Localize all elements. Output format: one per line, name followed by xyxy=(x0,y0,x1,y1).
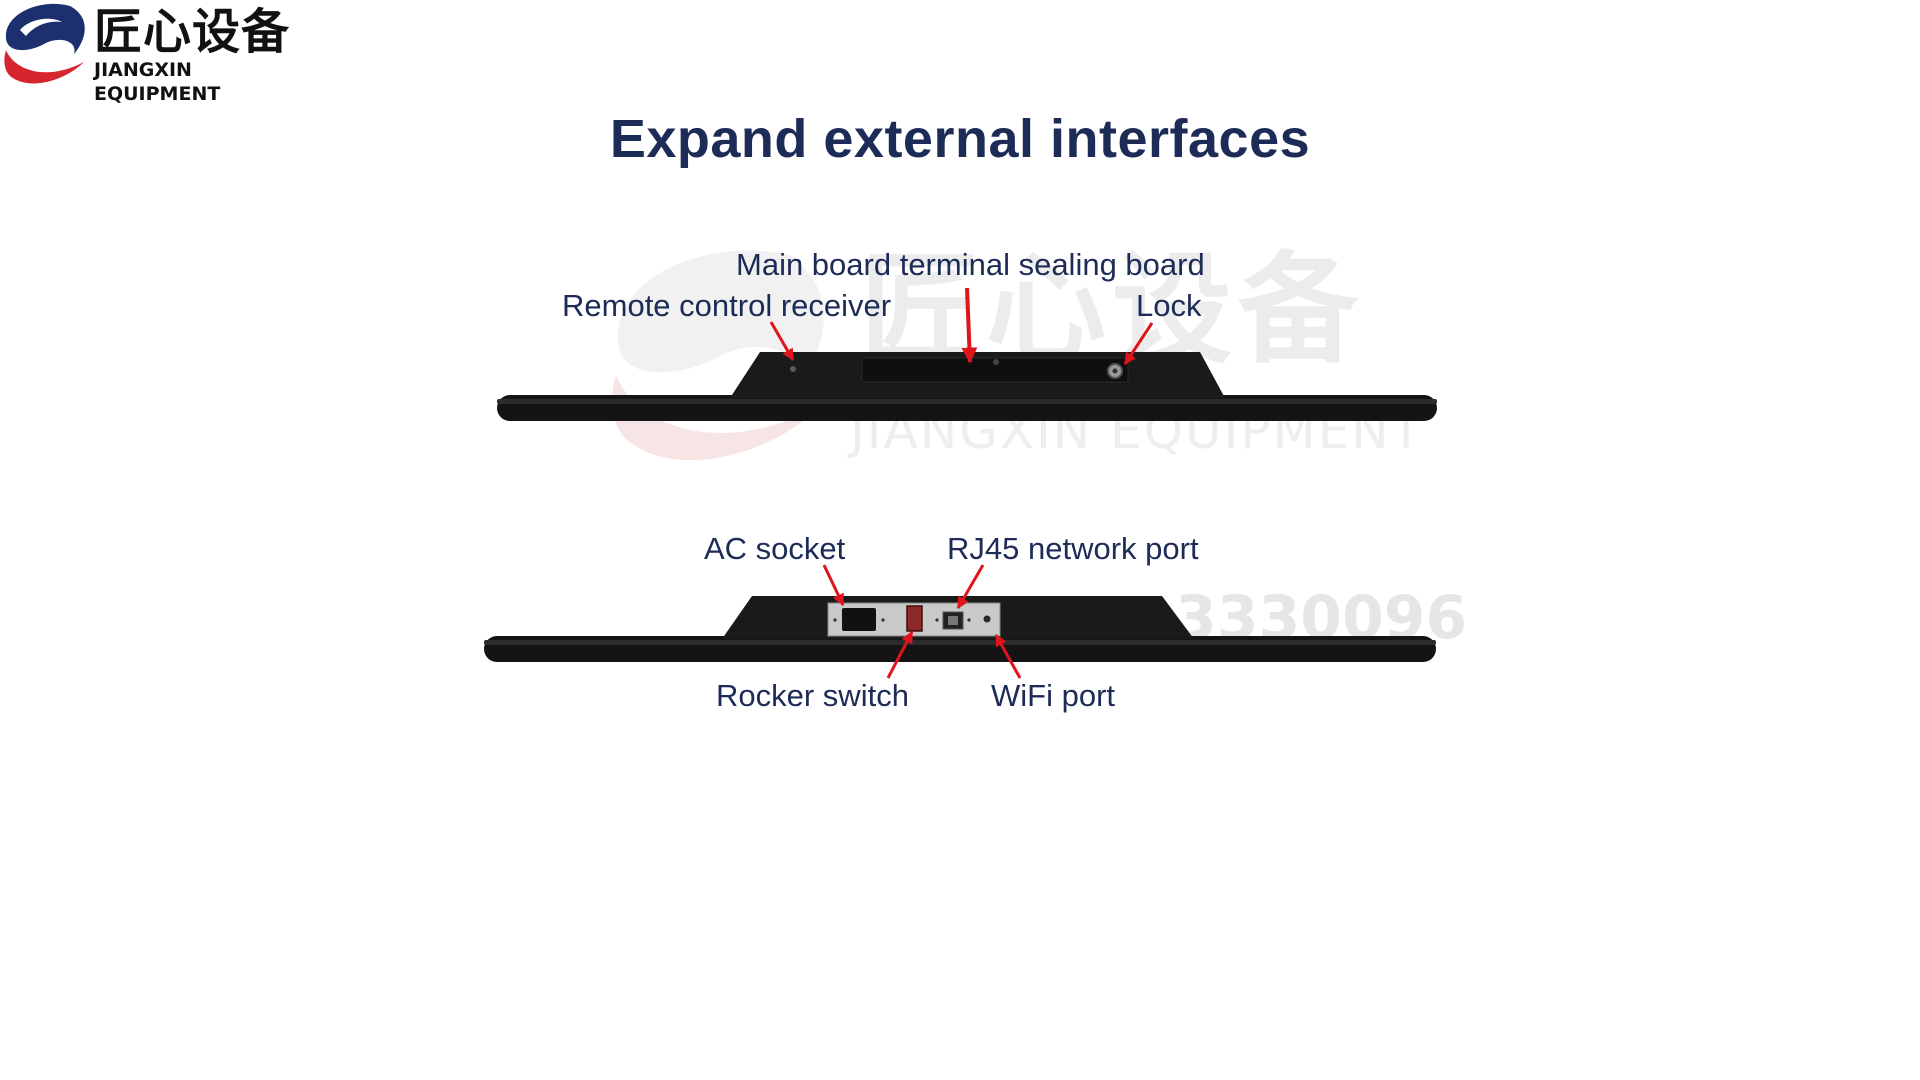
bottom-view-device xyxy=(484,596,1436,662)
wifi-port xyxy=(983,615,991,623)
bottom-view-bar xyxy=(484,636,1436,662)
arrow-ac-socket xyxy=(822,564,845,607)
logo-english-name: JIANGXIN EQUIPMENT xyxy=(94,59,221,105)
rocker-switch xyxy=(906,605,923,632)
logo-chinese-name: 匠心设备 xyxy=(94,4,291,60)
label-ac-socket: AC socket xyxy=(704,531,846,566)
label-remote-receiver: Remote control receiver xyxy=(562,288,892,323)
ac-socket-port xyxy=(842,608,876,631)
top-view-bar xyxy=(497,395,1437,421)
label-wifi-port: WiFi port xyxy=(991,678,1115,713)
watermark-logo-icon xyxy=(612,250,824,461)
top-view-device xyxy=(497,352,1437,421)
arrow-rj45 xyxy=(956,564,985,610)
terminal-sealing-board xyxy=(861,357,1129,383)
arrow-lock xyxy=(1123,322,1154,366)
label-rj45: RJ45 network port xyxy=(947,531,1199,566)
label-main-board: Main board terminal sealing board xyxy=(736,247,1205,282)
arrow-remote xyxy=(769,321,795,362)
brand-logo: 匠心设备 JIANGXIN EQUIPMENT xyxy=(0,0,300,105)
label-lock: Lock xyxy=(1136,288,1202,323)
arrow-rocker xyxy=(886,630,914,679)
remote-receiver-sensor xyxy=(790,366,796,372)
label-rocker-switch: Rocker switch xyxy=(716,678,909,713)
arrow-wifi xyxy=(994,633,1022,679)
page-title: Expand external interfaces xyxy=(609,109,1311,169)
arrow-main-board xyxy=(961,287,978,364)
sealing-board-screw xyxy=(993,359,999,365)
logo-mark-icon xyxy=(4,3,85,84)
